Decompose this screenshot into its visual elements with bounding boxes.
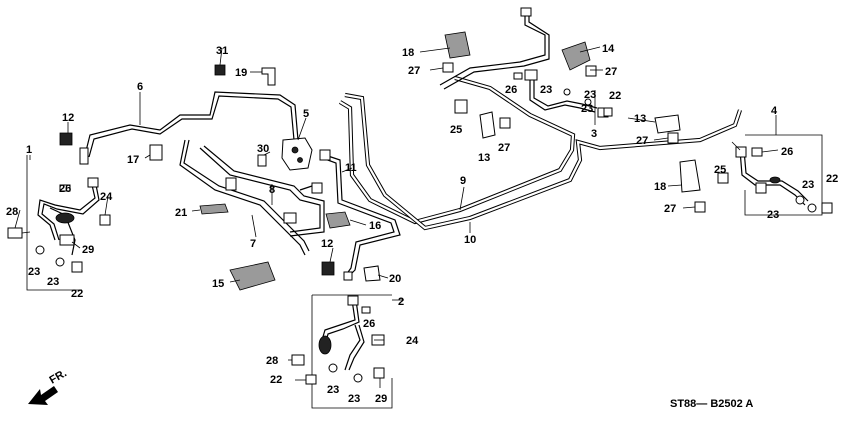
part-18-bracket-top [444, 31, 471, 59]
callout-25-mid: 25 [450, 124, 462, 136]
caliper-assembly-right [735, 134, 833, 216]
hose-assembly-3 [513, 69, 609, 125]
part-5-valve [281, 137, 313, 171]
callout-31: 31 [216, 45, 228, 57]
brake-pipe-upper-right [439, 7, 550, 90]
brake-pipe-6 [79, 91, 299, 165]
part-21-holder [199, 203, 229, 215]
part-30-bolt [257, 154, 267, 167]
callout-16: 16 [369, 220, 381, 232]
part-14-bracket [561, 41, 591, 71]
callout-24-left: 24 [100, 191, 113, 203]
callout-19: 19 [235, 67, 247, 79]
callout-10: 10 [464, 234, 476, 246]
callout-18-top: 18 [402, 47, 414, 59]
callout-9: 9 [460, 175, 466, 187]
part-12-grommet-top [59, 132, 73, 146]
callout-4: 4 [771, 105, 778, 117]
diagram-code: ST88— B2502 A [670, 398, 753, 410]
callout-11: 11 [345, 162, 357, 174]
callout-12-bottom: 12 [321, 238, 333, 250]
part-19-clip [261, 67, 276, 86]
callout-25-right: 25 [714, 164, 726, 176]
callout-27-lower-right: 27 [664, 203, 676, 215]
callout-8: 8 [269, 184, 275, 196]
callout-17: 17 [127, 154, 139, 166]
callout-23-c: 23 [327, 384, 339, 396]
callout-14: 14 [602, 43, 615, 55]
callout-23-f: 23 [584, 89, 596, 101]
part-17-clamp [149, 144, 163, 161]
callout-2: 2 [398, 296, 404, 308]
callout-22-bottom: 22 [270, 374, 282, 386]
brake-pipe-11 [319, 149, 401, 281]
callout-21: 21 [175, 207, 187, 219]
part-25-bolt-right [717, 172, 729, 184]
callout-26-left: 26 [59, 183, 71, 195]
part-27-bolt-lower-right [694, 201, 706, 213]
part-25-bolt-upper [454, 99, 468, 114]
callout-23-b: 23 [47, 276, 59, 288]
part-16-clamp [325, 211, 351, 229]
part-13-clip-mid [479, 111, 496, 139]
part-27-bolt-top [442, 62, 454, 73]
callout-15: 15 [212, 278, 224, 290]
callout-22-top: 22 [609, 90, 621, 102]
leader-lines [14, 46, 779, 388]
part-27-bolt-near-14 [585, 65, 597, 77]
callout-23-e: 23 [540, 84, 552, 96]
callout-29-left: 29 [82, 244, 94, 256]
part-18-bracket-right [679, 159, 701, 193]
caliper-assembly-left [7, 155, 111, 291]
callout-23-g: 23 [581, 103, 593, 115]
callout-26-top: 26 [505, 84, 517, 96]
part-15-bracket [229, 261, 276, 291]
callout-27-mid: 27 [498, 142, 510, 154]
callout-23-i: 23 [767, 209, 779, 221]
part-31-nut [214, 64, 226, 76]
part-13-clip-right [654, 114, 681, 134]
callout-13-right: 13 [634, 113, 646, 125]
callout-23-d: 23 [348, 393, 360, 405]
callout-1: 1 [26, 144, 32, 156]
part-27-bolt-mid [499, 117, 511, 129]
callout-22-right: 22 [826, 173, 838, 185]
part-12-grommet-bottom [321, 261, 335, 276]
callout-7: 7 [250, 238, 256, 250]
part-27-bolt-right [667, 132, 679, 144]
callout-26-bottom: 26 [363, 318, 375, 330]
callout-27-top: 27 [408, 65, 420, 77]
callout-30: 30 [257, 143, 269, 155]
callout-23-h: 23 [802, 179, 814, 191]
callout-27-right: 27 [636, 135, 648, 147]
callout-24-bottom: 24 [406, 335, 419, 347]
callout-3: 3 [591, 128, 597, 140]
callout-18-right: 18 [654, 181, 666, 193]
callout-28-left: 28 [6, 206, 18, 218]
part-20-clip [363, 265, 381, 282]
callout-6: 6 [137, 81, 143, 93]
callout-13-mid: 13 [478, 152, 490, 164]
caliper-assembly-bottom [291, 294, 393, 409]
callout-28-bottom: 28 [266, 355, 278, 367]
direction-label: FR. [48, 367, 69, 386]
callout-12-top: 12 [62, 112, 74, 124]
part-22-bolt-top [603, 107, 613, 117]
callout-5: 5 [303, 108, 309, 120]
callout-numbers: 1 2 3 4 5 6 7 8 9 10 11 12 12 13 13 14 1… [6, 43, 838, 405]
callout-20: 20 [389, 273, 401, 285]
callout-22-left: 22 [71, 288, 83, 300]
callout-27-near-14: 27 [605, 66, 617, 78]
front-direction-arrow: FR. [28, 367, 69, 405]
brake-pipe-7-8 [179, 139, 325, 256]
callout-23-a: 23 [28, 266, 40, 278]
callout-29-bottom: 29 [375, 393, 387, 405]
brake-pipe-9-10 [338, 75, 742, 231]
callout-26-right: 26 [781, 146, 793, 158]
